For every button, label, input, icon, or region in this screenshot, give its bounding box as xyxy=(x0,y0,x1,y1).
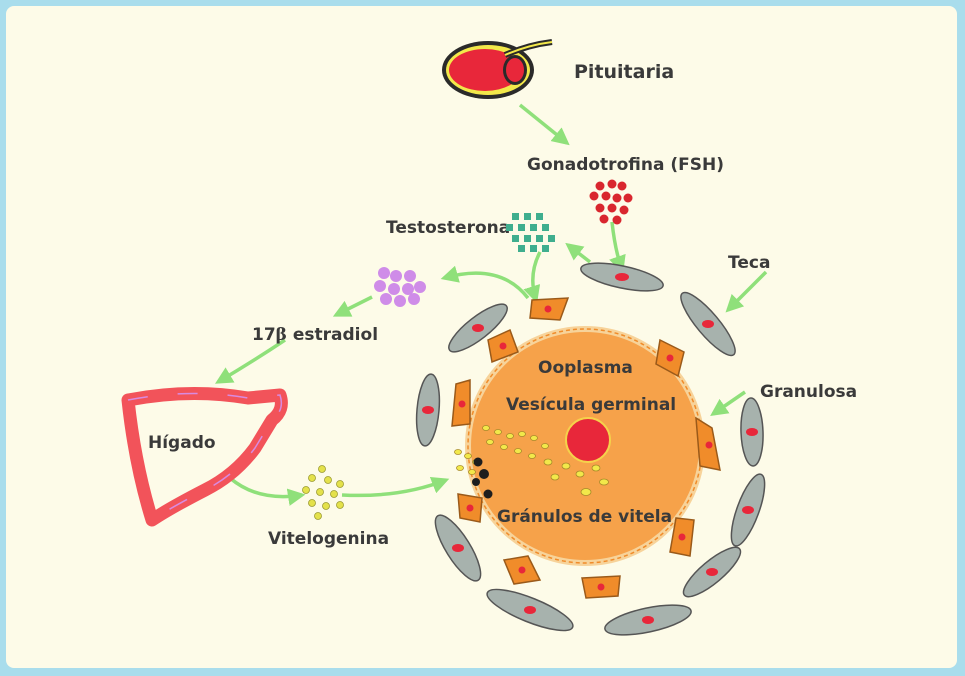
label-testosterona: Testosterona xyxy=(386,218,510,238)
theca-cell xyxy=(414,373,442,447)
granulosa-cell xyxy=(452,380,470,426)
label-vitelogenina: Vitelogenina xyxy=(268,529,389,549)
theca-cell xyxy=(483,582,577,639)
granulosa-cell xyxy=(582,576,620,598)
arrow-granulosa-to-estradiol xyxy=(444,273,528,298)
label-granulos-de-vitela: Gránulos de vitela xyxy=(497,507,672,527)
label-granulosa: Granulosa xyxy=(760,382,857,402)
arrow-theca-to-testosterone xyxy=(568,245,590,262)
arrow-liver-to-vitellogenin xyxy=(230,478,302,497)
figure-frame: Pituitaria Gonadotrofina (FSH) Testoster… xyxy=(6,6,957,668)
testosterone-particles xyxy=(506,213,555,252)
granulosa-cell xyxy=(696,418,720,470)
arrow-granulosa-label xyxy=(713,392,745,414)
label-fsh: Gonadotrofina (FSH) xyxy=(527,155,724,175)
label-ooplasma: Ooplasma xyxy=(538,358,633,378)
liver xyxy=(128,393,281,520)
granulosa-cell xyxy=(504,556,540,584)
label-pituitaria: Pituitaria xyxy=(574,61,674,83)
theca-cell xyxy=(579,258,666,297)
arrow-fsh-to-theca xyxy=(612,222,622,270)
germinal-vesicle xyxy=(566,418,610,462)
label-vesicula-germinal: Vesícula germinal xyxy=(506,395,676,415)
arrow-teca-label xyxy=(728,272,766,310)
vitellogenin-particles xyxy=(303,466,344,520)
pituitary-gland xyxy=(442,41,552,99)
label-estradiol: 17β estradiol xyxy=(252,325,378,345)
theca-cell xyxy=(674,286,742,361)
granulosa-cell xyxy=(530,298,568,320)
fsh-particles xyxy=(590,180,633,225)
granulosa-cell xyxy=(458,494,482,522)
label-teca: Teca xyxy=(728,253,770,273)
estradiol-particles xyxy=(374,267,426,307)
theca-cell xyxy=(725,471,772,550)
arrow-vitellogenin-to-oocyte xyxy=(342,480,446,495)
arrow-estradiol-to-label xyxy=(336,297,372,315)
arrow-estradiol-to-liver xyxy=(218,340,285,382)
arrow-pituitary-to-fsh xyxy=(520,105,567,143)
theca-cell xyxy=(740,398,764,467)
theca-cell xyxy=(602,599,693,641)
label-higado: Hígado xyxy=(148,433,216,453)
oogenesis-diagram: Pituitaria Gonadotrofina (FSH) Testoster… xyxy=(6,6,957,668)
arrow-testosterone-to-granulosa xyxy=(533,252,540,300)
